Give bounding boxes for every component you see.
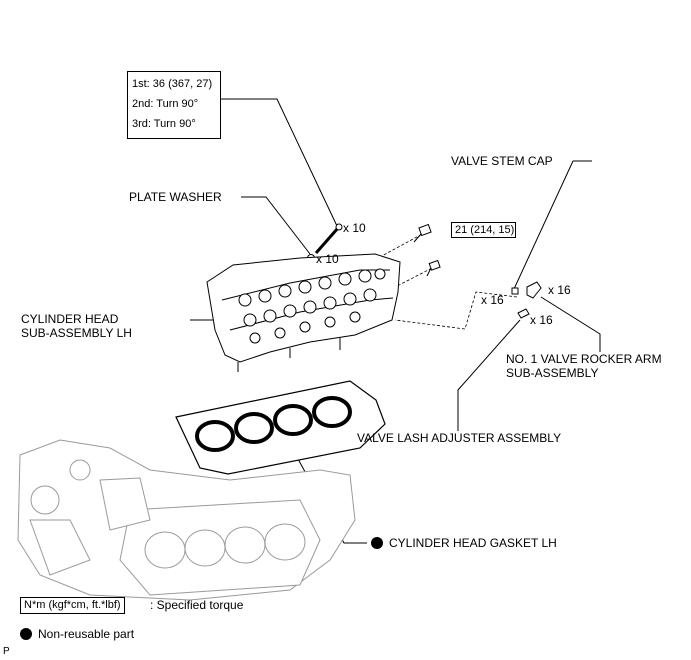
rocker-arm-label-line1: NO. 1 VALVE ROCKER ARM (506, 352, 662, 366)
torque-unit-legend: N*m (kgf*cm, ft.*lbf) (20, 597, 125, 614)
torque-step-2: 2nd: Turn 90° (132, 98, 199, 110)
rocker-arm-label-line2: SUB-ASSEMBLY (506, 366, 599, 380)
torque-legend-text: : Specified torque (150, 598, 244, 612)
plate-washer-label: PLATE WASHER (129, 190, 222, 204)
engine-block-drawing (17, 439, 356, 601)
non-reusable-legend-text: Non-reusable part (38, 627, 135, 641)
stem-cap-quantity: x 16 (481, 293, 504, 307)
cylinder-head-label-line1: CYLINDER HEAD (21, 312, 119, 326)
cylinder-head-label-line2: SUB-ASSEMBLY LH (21, 326, 132, 340)
bolt-quantity: x 10 (343, 221, 366, 235)
leader-lash-adjuster (457, 319, 521, 431)
rocker-arm-part (526, 281, 542, 299)
lash-adjuster-label: VALVE LASH ADJUSTER ASSEMBLY (357, 431, 562, 445)
leader-valve-stem-cap-diag (513, 160, 574, 290)
leader-plate-washer (241, 196, 311, 255)
valve-stem-cap-label: VALVE STEM CAP (451, 154, 553, 168)
torque-step-3: 3rd: Turn 90° (132, 118, 196, 130)
adjuster-quantity: x 16 (530, 313, 553, 327)
non-reusable-marker (371, 537, 383, 549)
valve-stem-cap-part (511, 287, 519, 295)
leader-torque-box (219, 98, 338, 227)
torque-spec-box: 1st: 36 (367, 27) 2nd: Turn 90° 3rd: Tur… (127, 71, 221, 139)
gasket-label: CYLINDER HEAD GASKET LH (389, 536, 557, 550)
torque-spec-box-small: 21 (214, 15) (451, 222, 516, 238)
non-reusable-legend-marker (20, 628, 32, 640)
corner-mark: P (3, 646, 10, 657)
leader-rocker-arm (540, 296, 601, 352)
lash-adjuster-part (517, 308, 530, 319)
washer-quantity: x 10 (316, 252, 339, 266)
cylinder-head-drawing (206, 253, 401, 372)
rocker-quantity: x 16 (548, 283, 571, 297)
cylinder-head-gasket-drawing (175, 380, 386, 475)
torque-step-1: 1st: 36 (367, 27) (132, 78, 213, 90)
